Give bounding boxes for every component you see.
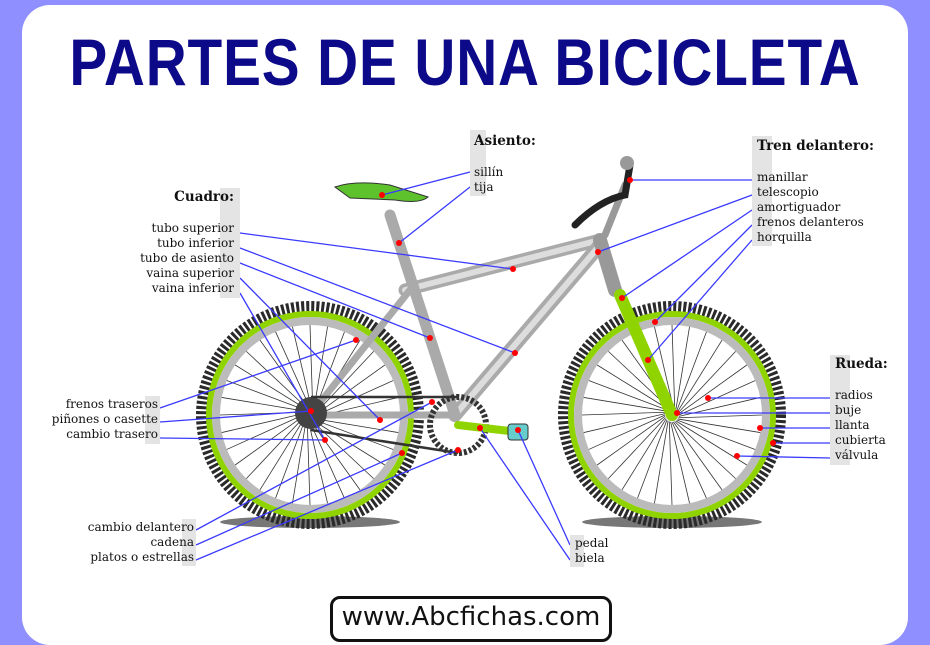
spoke bbox=[234, 415, 304, 466]
spoke bbox=[588, 414, 666, 450]
spoke bbox=[677, 418, 761, 433]
spoke bbox=[588, 380, 668, 411]
spoke bbox=[234, 364, 307, 410]
spoke bbox=[226, 380, 306, 411]
spoke bbox=[246, 417, 304, 479]
heading-tren-delantero: Tren delantero: bbox=[757, 138, 874, 154]
content-panel bbox=[22, 5, 908, 645]
spoke bbox=[668, 421, 673, 506]
label-radios: radios bbox=[835, 388, 873, 402]
label-pedal: pedal bbox=[575, 536, 609, 550]
marker-dots bbox=[308, 177, 776, 459]
label-sillin: sillín bbox=[474, 165, 504, 179]
label-llanta: llanta bbox=[835, 418, 870, 432]
spoke bbox=[292, 420, 307, 504]
page-title: PARTES DE UNA BICICLETA bbox=[69, 25, 861, 99]
spoke bbox=[678, 414, 763, 419]
spoke bbox=[583, 397, 667, 412]
spoke bbox=[671, 324, 676, 409]
label-platos: platos o estrellas bbox=[90, 550, 194, 564]
spoke bbox=[678, 351, 736, 413]
spoke bbox=[309, 421, 345, 499]
label-vaina-superior: vaina superior bbox=[146, 266, 234, 280]
label-biela: biela bbox=[575, 551, 605, 565]
label-cambio-trasero: cambio trasero bbox=[66, 427, 158, 441]
spoke bbox=[596, 415, 666, 466]
spoke bbox=[670, 421, 690, 504]
label-vaina-inferior: vaina inferior bbox=[151, 281, 234, 295]
spoke bbox=[583, 413, 666, 433]
label-frenos-delanteros: frenos delanteros bbox=[757, 215, 864, 229]
spoke bbox=[654, 420, 669, 504]
spoke bbox=[306, 421, 311, 506]
spoke bbox=[676, 419, 756, 450]
label-cubierta: cubierta bbox=[835, 433, 886, 447]
spoke bbox=[275, 419, 306, 499]
spoke bbox=[654, 326, 674, 409]
spoke bbox=[596, 364, 669, 410]
footer-url[interactable]: www.Abcfichas.com bbox=[330, 596, 612, 642]
label-cadena: cadena bbox=[150, 535, 194, 549]
spoke bbox=[672, 421, 723, 491]
spoke bbox=[315, 418, 399, 433]
spoke bbox=[275, 331, 311, 409]
label-cambio-delantero: cambio delantero bbox=[87, 520, 194, 534]
label-amortiguador: amortiguador bbox=[757, 200, 841, 214]
label-tubo-superior: tubo superior bbox=[151, 221, 234, 235]
spoke bbox=[310, 421, 361, 491]
label-pinones: piñones o casette bbox=[51, 412, 158, 426]
spoke bbox=[637, 419, 668, 499]
label-tubo-de-asiento: tubo de asiento bbox=[140, 251, 234, 265]
spoke bbox=[246, 351, 308, 409]
heading-asiento: Asiento: bbox=[474, 133, 536, 149]
chain bbox=[310, 395, 459, 455]
spoke bbox=[314, 419, 394, 450]
heading-cuadro: Cuadro: bbox=[174, 189, 234, 205]
spoke bbox=[678, 364, 748, 415]
spoke bbox=[608, 417, 666, 479]
spoke bbox=[308, 421, 328, 504]
label-manillar: manillar bbox=[757, 170, 808, 184]
spoke bbox=[316, 364, 386, 415]
spoke bbox=[671, 421, 707, 499]
spoke bbox=[677, 339, 723, 412]
spoke bbox=[313, 420, 386, 466]
label-horquilla: horquilla bbox=[757, 230, 812, 244]
spoke bbox=[674, 421, 736, 479]
spoke bbox=[226, 414, 304, 450]
label-valvula: válvula bbox=[835, 448, 879, 462]
spoke bbox=[221, 397, 305, 412]
label-tija: tija bbox=[474, 180, 494, 194]
spoke bbox=[309, 324, 314, 409]
label-buje: buje bbox=[835, 403, 862, 417]
spoke bbox=[221, 413, 304, 433]
spoke bbox=[621, 418, 667, 491]
spoke bbox=[581, 411, 666, 416]
spoke bbox=[292, 326, 312, 409]
label-frenos-traseros: frenos traseros bbox=[65, 397, 158, 411]
bicycle-illustration bbox=[159, 156, 831, 561]
spoke bbox=[313, 326, 328, 410]
spoke bbox=[675, 326, 690, 410]
spoke bbox=[676, 331, 707, 411]
label-telescopio: telescopio bbox=[757, 185, 819, 199]
label-tubo-inferior: tubo inferior bbox=[157, 236, 234, 250]
heading-rueda: Rueda: bbox=[835, 356, 888, 372]
spoke bbox=[259, 418, 305, 491]
leader-lines bbox=[159, 171, 831, 561]
spoke bbox=[316, 351, 374, 413]
